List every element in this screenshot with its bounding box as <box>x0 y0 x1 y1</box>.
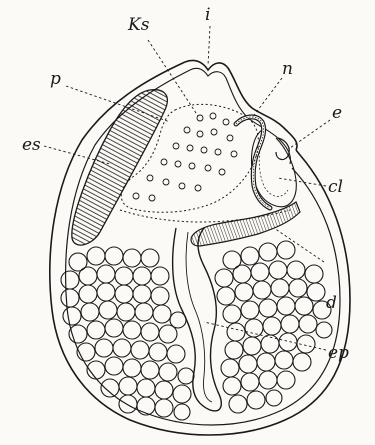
endoderm-column-inner <box>186 232 212 402</box>
leader-n <box>252 78 282 118</box>
label-d: d <box>326 293 337 313</box>
label-cl: cl <box>328 177 343 197</box>
label-n: n <box>282 59 293 79</box>
leader-d <box>274 228 324 262</box>
label-e: e <box>332 103 342 123</box>
gut-tube <box>191 202 300 246</box>
yolk-cells-right <box>215 241 332 413</box>
label-ks: Ks <box>127 15 150 35</box>
leader-i <box>208 26 210 66</box>
label-es: es <box>22 135 41 155</box>
yolk-cells-left <box>61 247 194 420</box>
label-i: i <box>205 5 210 25</box>
leader-e <box>290 120 330 148</box>
endoderm-column-ep <box>173 228 222 411</box>
label-p: p <box>50 69 61 89</box>
ectoderm-band-es <box>72 90 167 245</box>
label-ep: ep <box>328 343 349 363</box>
head-protrusion-inner <box>190 68 291 164</box>
